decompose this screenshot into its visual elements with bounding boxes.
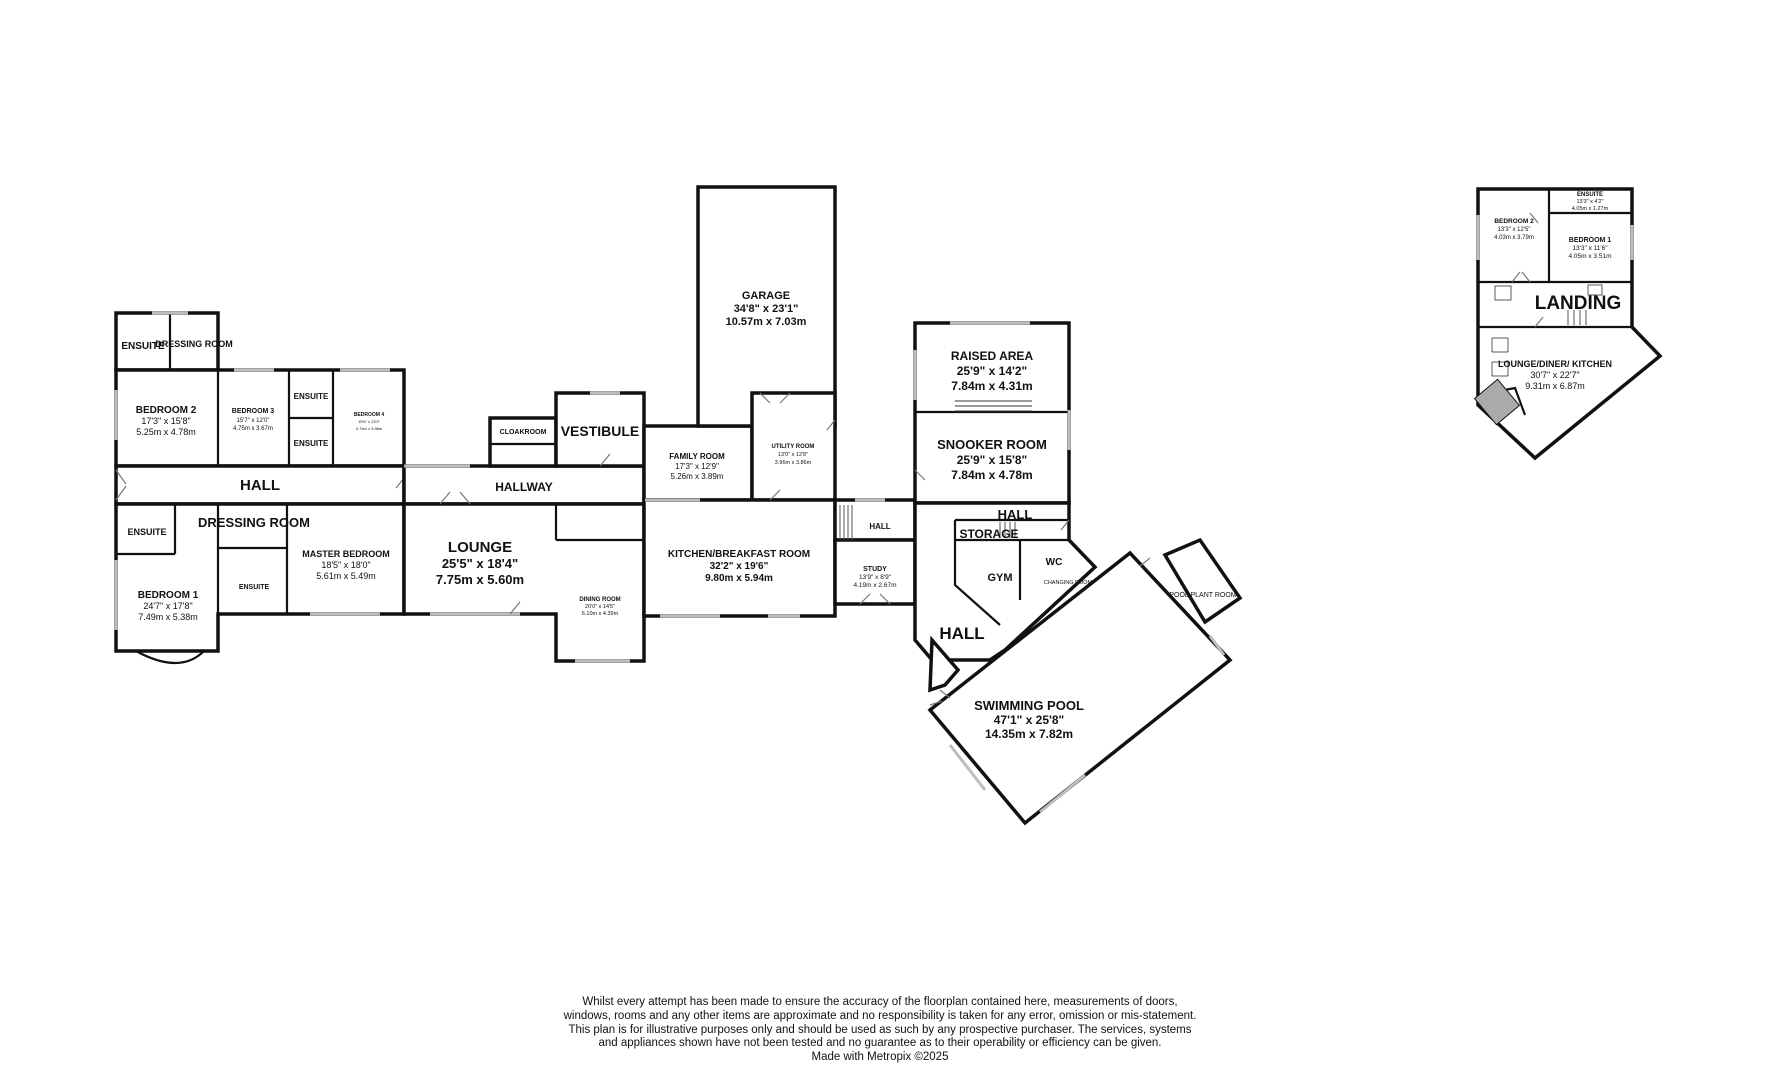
upper-floor bbox=[1473, 187, 1663, 461]
room-label: BEDROOM 4 bbox=[354, 412, 385, 418]
room-label: BEDROOM 1 bbox=[1569, 237, 1612, 244]
room-label: ENSUITE bbox=[294, 439, 329, 448]
room-dim-imperial: 13'3" x 4'2" bbox=[1576, 199, 1603, 205]
room-label: DRESSING ROOM bbox=[155, 339, 233, 349]
room-dim-imperial: 30'7" x 22'7" bbox=[1530, 370, 1579, 380]
room-label: SWIMMING POOL bbox=[974, 698, 1084, 713]
room-dim-metric: 7.84m x 4.31m bbox=[951, 379, 1032, 393]
room-dim-metric: 5.61m x 5.49m bbox=[316, 571, 376, 581]
room-label: GARAGE bbox=[742, 290, 790, 302]
room-label: STORAGE bbox=[959, 527, 1018, 541]
room-dim-imperial: 20'0" x 14'5" bbox=[585, 604, 615, 610]
room-dim-imperial: 32'2" x 19'6" bbox=[710, 561, 769, 572]
room-label: DINING ROOM bbox=[579, 597, 620, 603]
room-label: SNOOKER ROOM bbox=[937, 437, 1047, 452]
credit-text: Made with Metropix ©2025 bbox=[811, 1051, 949, 1064]
room-dim-metric: 4.75m x 3.67m bbox=[233, 426, 273, 432]
room-dim-imperial: 13'0" x 12'8" bbox=[778, 452, 808, 458]
room-dim-metric: 7.49m x 5.38m bbox=[138, 612, 198, 622]
room-label: HALL bbox=[998, 507, 1033, 522]
room-label: ENSUITE bbox=[1577, 192, 1603, 198]
room-dim-metric: 4.03m x 3.79m bbox=[1494, 235, 1534, 241]
room-dim-imperial: 17'3" x 15'8" bbox=[141, 416, 190, 426]
room-dim-metric: 9.80m x 5.94m bbox=[705, 573, 773, 584]
room-label: ENSUITE bbox=[127, 527, 166, 537]
room-dim-metric: 7.75m x 5.60m bbox=[436, 572, 524, 587]
room-label: FAMILY ROOM bbox=[669, 452, 725, 461]
room-label: VESTIBULE bbox=[561, 423, 640, 439]
room-dim-metric: 4.74m x 3.98m bbox=[356, 426, 383, 431]
room-label: RAISED AREA bbox=[951, 349, 1034, 363]
upper-floor-labels: ENSUITE 13'3" x 4'2" 4.05m x 1.27m BEDRO… bbox=[1494, 192, 1621, 391]
room-label: ENSUITE bbox=[239, 584, 270, 591]
room-label: LANDING bbox=[1535, 293, 1622, 314]
room-label: DRESSING ROOM bbox=[198, 515, 310, 530]
room-dim-metric: 9.31m x 6.87m bbox=[1525, 381, 1585, 391]
left-wing bbox=[114, 311, 406, 664]
hall-study bbox=[833, 498, 917, 606]
room-dim-metric: 14.35m x 7.82m bbox=[985, 727, 1073, 741]
room-label: BEDROOM 1 bbox=[138, 590, 199, 601]
room-label: BEDROOM 2 bbox=[1494, 218, 1534, 225]
kitchen-block bbox=[642, 185, 837, 618]
room-dim-imperial: 15'7" x 12'0" bbox=[237, 418, 270, 424]
room-dim-metric: 6.10m x 4.39m bbox=[582, 611, 619, 617]
room-dim-imperial: 13'9" x 8'9" bbox=[859, 574, 892, 581]
room-dim-imperial: 18'5" x 18'0" bbox=[321, 560, 370, 570]
room-label: LOUNGE bbox=[448, 539, 512, 556]
room-label: HALLWAY bbox=[495, 480, 553, 494]
room-label: HALL bbox=[240, 477, 280, 494]
room-dim-metric: 10.57m x 7.03m bbox=[726, 316, 807, 328]
room-dim-metric: 3.96m x 3.86m bbox=[775, 460, 812, 466]
pool-wing bbox=[927, 537, 1243, 826]
room-label: GYM bbox=[987, 572, 1012, 584]
room-dim-imperial: 24'7" x 17'8" bbox=[143, 601, 192, 611]
room-dim-metric: 5.25m x 4.78m bbox=[136, 427, 196, 437]
room-label: UTILITY ROOM bbox=[772, 444, 815, 450]
room-label: MASTER BEDROOM bbox=[302, 549, 390, 559]
stair-step-icon bbox=[955, 400, 1032, 412]
room-label: HALL bbox=[869, 522, 890, 531]
room-label: BEDROOM 2 bbox=[136, 405, 197, 416]
room-label: POOL PLANT ROOM bbox=[1169, 592, 1236, 599]
room-dim-metric: 5.26m x 3.89m bbox=[671, 472, 724, 481]
disclaimer-block: Whilst every attempt has been made to en… bbox=[560, 996, 1200, 1065]
room-dim-imperial: 13'3" x 12'5" bbox=[1498, 227, 1531, 233]
room-labels: ENSUITE DRESSING ROOM BEDROOM 2 17'3" x … bbox=[121, 290, 1236, 741]
room-label: KITCHEN/BREAKFAST ROOM bbox=[668, 549, 810, 560]
room-dim-metric: 7.84m x 4.78m bbox=[951, 468, 1032, 482]
room-label: LOUNGE/DINER/ KITCHEN bbox=[1498, 359, 1612, 369]
room-dim-metric: 4.19m x 2.67m bbox=[854, 582, 897, 589]
room-label: STUDY bbox=[863, 566, 887, 573]
room-label: HALL bbox=[939, 624, 984, 643]
room-dim-imperial: 25'9" x 15'8" bbox=[957, 453, 1027, 467]
room-dim-imperial: 25'5" x 18'4" bbox=[442, 556, 518, 571]
room-label: ENSUITE bbox=[121, 341, 165, 352]
disclaimer-text: Whilst every attempt has been made to en… bbox=[563, 996, 1197, 1050]
room-label: WC bbox=[1046, 557, 1063, 568]
room-dim-metric: 4.05m x 1.27m bbox=[1572, 206, 1609, 212]
room-label: BEDROOM 3 bbox=[232, 408, 275, 415]
room-dim-imperial: 47'1" x 25'8" bbox=[994, 713, 1064, 727]
room-label: ENSUITE bbox=[294, 392, 329, 401]
leisure-wing bbox=[913, 321, 1098, 662]
room-dim-imperial: 17'3" x 12'9" bbox=[675, 462, 719, 471]
room-dim-metric: 4.05m x 3.51m bbox=[1569, 253, 1612, 260]
room-dim-imperial: 25'9" x 14'2" bbox=[957, 364, 1027, 378]
room-label: CLOAKROOM bbox=[500, 429, 547, 436]
room-dim-imperial: 13'3" x 11'6" bbox=[1572, 245, 1608, 252]
room-dim-imperial: 34'8" x 23'1" bbox=[734, 303, 799, 315]
room-label: CHANGING ROOM bbox=[1044, 580, 1093, 586]
room-dim-imperial: 15'6" x 13'0" bbox=[358, 419, 381, 424]
